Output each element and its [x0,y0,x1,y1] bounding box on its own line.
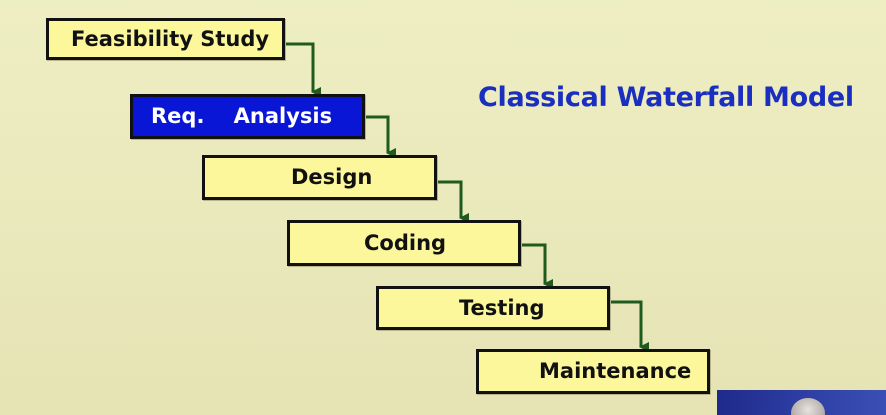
stage-label: Coding [364,230,447,255]
stage-label: Design [291,165,373,189]
stage-label: Feasibility Study [71,26,270,51]
stage-requirements-analysis: Req. Analysis [130,94,365,139]
arrow-analysis-to-design [365,115,396,158]
presenter-avatar [791,398,825,415]
arrow-coding-to-testing [521,243,553,289]
arrow-design-to-coding [437,180,469,223]
arrow-feasibility-to-analysis [285,42,321,97]
stage-testing: Testing [376,286,610,330]
stage-label: Req. Analysis [151,104,333,128]
stage-maintenance: Maintenance [476,349,710,394]
slide-title: Classical Waterfall Model [478,82,854,113]
stage-design: Design [202,155,437,200]
stage-feasibility-study: Feasibility Study [46,18,285,60]
stage-label: Maintenance [539,359,692,383]
stage-coding: Coding [287,220,521,266]
stage-label: Testing [459,295,545,320]
arrow-testing-to-maintenance [610,300,649,352]
presenter-video-thumbnail [717,390,886,415]
